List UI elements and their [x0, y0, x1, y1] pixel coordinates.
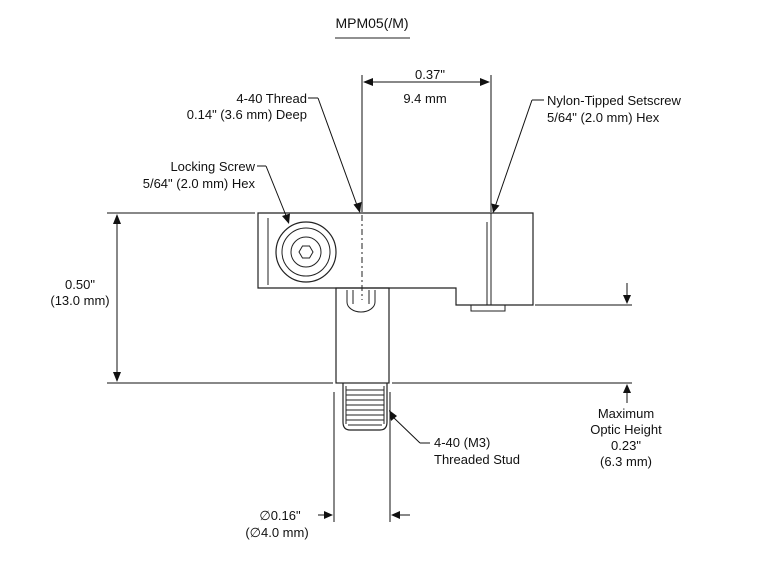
diameter-dimension — [318, 392, 410, 522]
width-dimension — [361, 75, 492, 212]
height-mm-label: (13.0 mm) — [50, 293, 109, 308]
optic-callout-line4: (6.3 mm) — [600, 454, 652, 469]
locking-leader — [257, 165, 290, 224]
thread-callout-line2: 0.14" (3.6 mm) Deep — [187, 107, 307, 122]
locking-screw — [275, 221, 337, 283]
threaded-stud — [342, 383, 388, 431]
setscrew-leader — [491, 99, 544, 213]
stud-callout-line2: Threaded Stud — [434, 452, 520, 467]
locking-callout-line2: 5/64" (2.0 mm) Hex — [143, 176, 256, 191]
setscrew-callout-line2: 5/64" (2.0 mm) Hex — [547, 110, 660, 125]
optic-height-dimension — [392, 283, 632, 403]
optic-callout-line3: 0.23" — [611, 438, 641, 453]
width-inches-label: 0.37" — [415, 67, 445, 82]
mount-body — [257, 212, 534, 306]
drawing-title: MPM05(/M) — [335, 15, 408, 31]
height-inches-label: 0.50" — [65, 277, 95, 292]
diameter-mm-label: (∅4.0 mm) — [245, 525, 308, 540]
locking-callout-line1: Locking Screw — [170, 159, 255, 174]
optic-callout-line2: Optic Height — [590, 422, 662, 437]
thread-leader — [308, 97, 362, 213]
stud-callout-line1: 4-40 (M3) — [434, 435, 490, 450]
stud-leader — [389, 410, 430, 444]
optic-callout-line1: Maximum — [598, 406, 654, 421]
diameter-inches-label: ∅0.16" — [259, 508, 301, 523]
setscrew-callout-line1: Nylon-Tipped Setscrew — [547, 93, 682, 108]
setscrew-tip — [470, 304, 506, 312]
width-mm-label: 9.4 mm — [403, 91, 446, 106]
thread-callout-line1: 4-40 Thread — [236, 91, 307, 106]
height-dimension — [107, 212, 333, 384]
post — [335, 287, 390, 384]
